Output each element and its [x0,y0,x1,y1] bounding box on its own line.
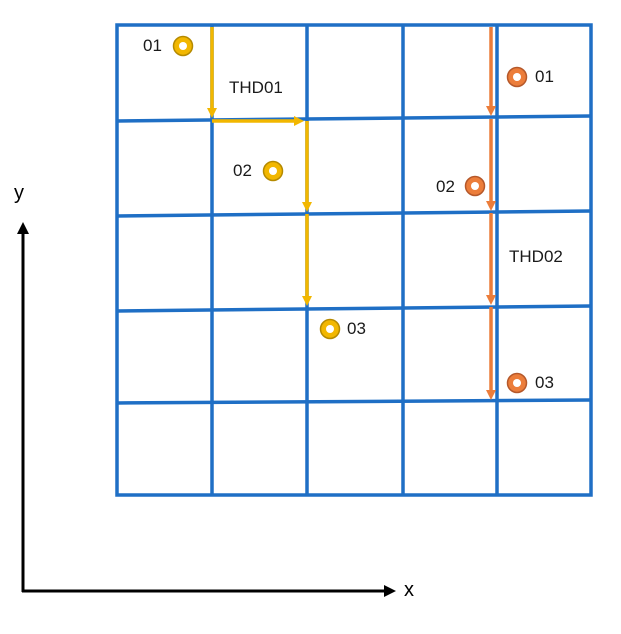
thread2-markers [464,66,528,394]
grid-line-h1 [116,114,592,123]
grid-line-h2 [116,209,592,218]
thread2-marker-02 [464,175,486,197]
axes [17,222,396,597]
thread1-marker-01-label: 01 [143,36,162,55]
thread2-marker-01 [506,66,528,88]
thread1-marker-02 [262,160,284,182]
thread2-marker-01-label: 01 [535,67,554,86]
thread2-marker-02-label: 02 [436,177,455,196]
grid-line-h4 [116,398,592,405]
thread1-marker-03-label: 03 [347,319,366,338]
thread1-path [207,27,312,306]
thread1-marker-02-label: 02 [233,161,252,180]
thread1-marker-01 [172,35,194,57]
grid-line-h3 [116,304,592,313]
thread2-marker-03 [506,372,528,394]
grid-border [115,23,593,497]
thread1-markers [172,35,341,340]
thread2-marker-03-label: 03 [535,373,554,392]
y-axis-label: y [14,182,24,204]
thread1-name-label: THD01 [229,78,283,97]
x-axis-label: x [404,579,414,601]
thread2-name-label: THD02 [509,247,563,266]
thread1-marker-03 [319,318,341,340]
